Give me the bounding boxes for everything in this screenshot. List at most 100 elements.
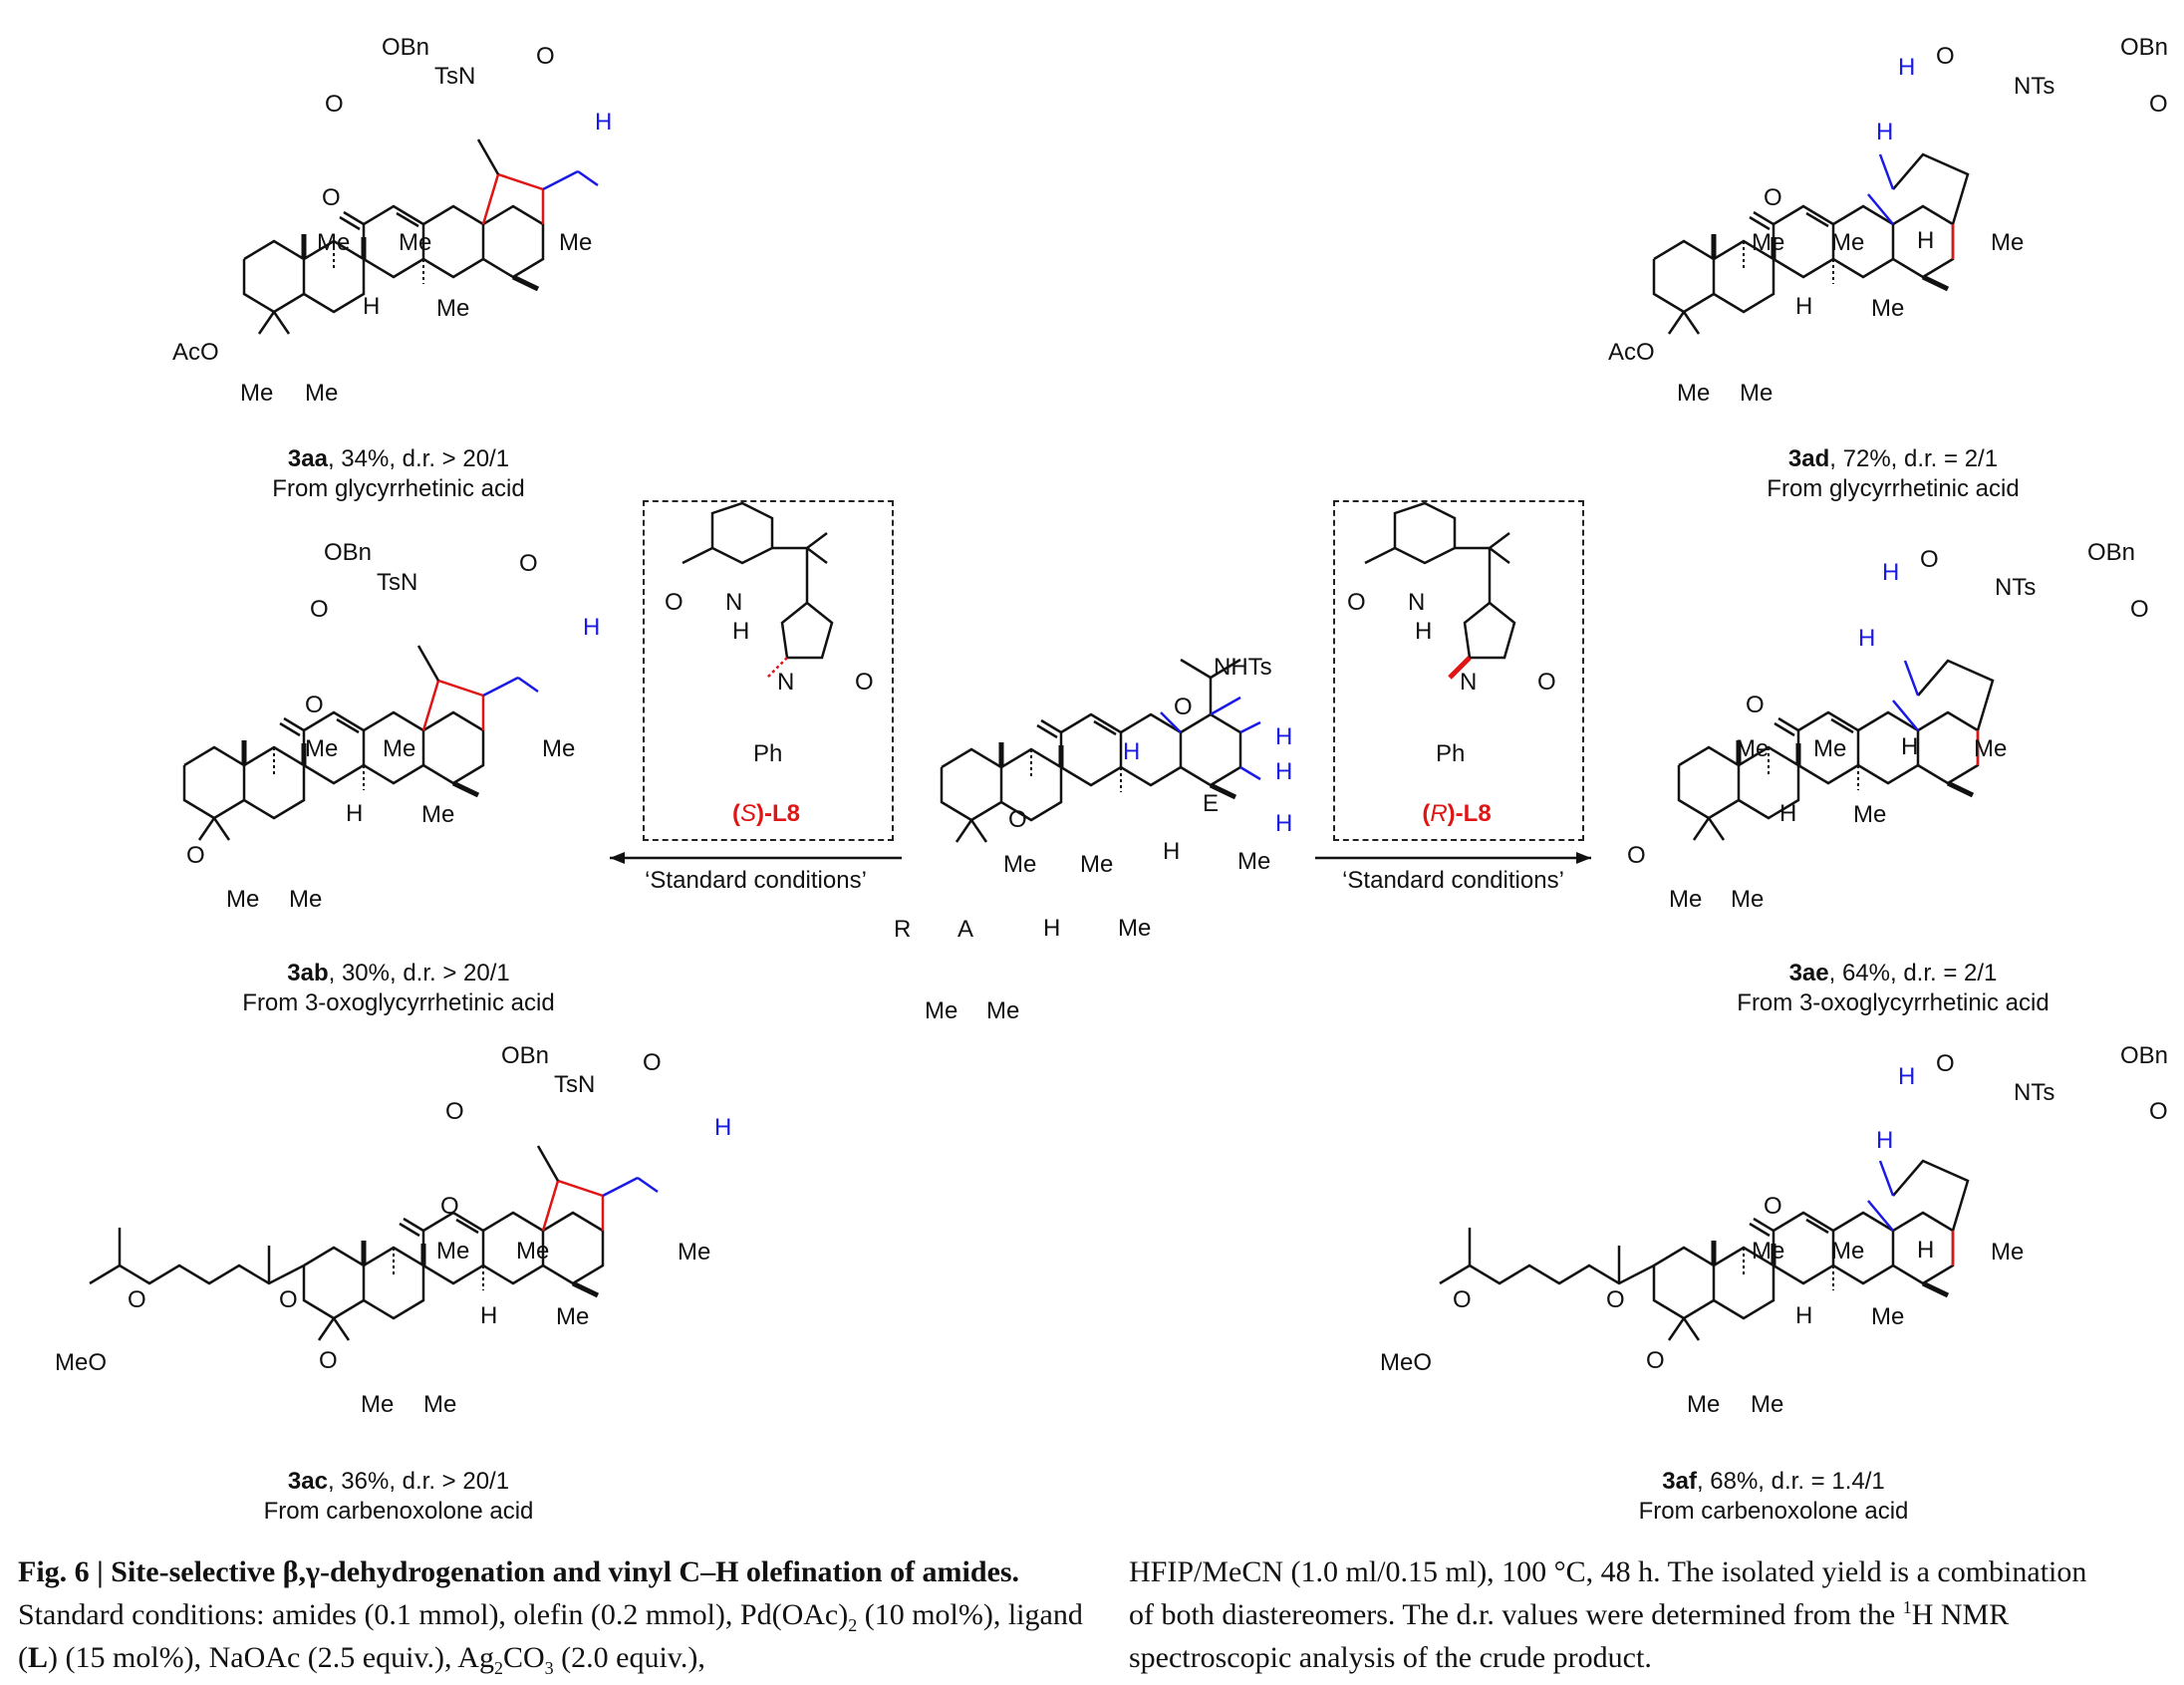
compound-caption-3ab: 3ab, 30%, d.r. > 20/1 From 3-oxoglycyrrh… xyxy=(189,959,608,1018)
compound-source: From glycyrrhetinic acid xyxy=(1767,475,2020,502)
structure-3af xyxy=(1654,1159,1970,1340)
label-o: O xyxy=(128,1286,146,1313)
ligand-label-s: (S)-L8 xyxy=(731,800,800,827)
label-me: Me xyxy=(1752,229,1785,256)
label-obn: OBn xyxy=(2087,539,2136,566)
label-h-blue: H xyxy=(595,109,613,136)
label-o: O xyxy=(1764,184,1782,211)
label-obn: OBn xyxy=(2120,1042,2169,1069)
stereo-descriptor: S xyxy=(739,800,756,827)
ligand-s-l8-structure xyxy=(682,501,834,679)
label-meo: MeO xyxy=(1380,1349,1433,1376)
compound-id: 3ad xyxy=(1787,445,1830,472)
label-h: H xyxy=(1043,915,1061,942)
glutarate-chain-3ac xyxy=(89,1264,305,1285)
label-ring-e: E xyxy=(1203,790,1220,817)
label-h: H xyxy=(1163,838,1181,865)
label-me: Me xyxy=(1118,915,1152,942)
label-me: Me xyxy=(925,997,958,1024)
label-me: Me xyxy=(1677,380,1711,407)
figure-label: Fig. 6 | xyxy=(18,1555,112,1588)
conditions-label-left: ‘Standard conditions’ xyxy=(645,867,867,894)
label-o: O xyxy=(1537,669,1556,696)
label-me: Me xyxy=(1736,735,1770,762)
label-me: Me xyxy=(1237,848,1271,875)
label-me: Me xyxy=(1669,886,1703,913)
label-h: H xyxy=(363,293,381,320)
glutarate-chain-3af xyxy=(1439,1264,1655,1285)
stereo-descriptor: R xyxy=(1430,800,1448,827)
label-me: Me xyxy=(423,1391,457,1418)
compound-source: From carbenoxolone acid xyxy=(263,1498,534,1525)
label-o: O xyxy=(2149,1098,2168,1125)
label-tsn: TsN xyxy=(554,1071,596,1098)
compound-yield: , 34%, d.r. > 20/1 xyxy=(327,445,510,472)
label-o: O xyxy=(319,1347,338,1374)
label-r: R xyxy=(894,916,912,943)
label-o: O xyxy=(322,184,341,211)
label-h-blue: H xyxy=(1882,559,1900,586)
label-me: Me xyxy=(1003,851,1037,878)
label-me: Me xyxy=(559,229,593,256)
label-me: Me xyxy=(305,380,339,407)
label-o: O xyxy=(1646,1347,1665,1374)
label-me: Me xyxy=(421,801,455,828)
compound-yield: , 68%, d.r. = 1.4/1 xyxy=(1696,1468,1885,1495)
label-me: Me xyxy=(1871,295,1905,322)
label-me: Me xyxy=(542,735,576,762)
label-nts: NTs xyxy=(2014,1079,2055,1106)
label-h-blue: H xyxy=(1858,625,1876,652)
compound-caption-3aa: 3aa, 34%, d.r. > 20/1 From glycyrrhetini… xyxy=(189,444,608,504)
label-o: O xyxy=(1347,589,1366,616)
starting-material xyxy=(942,658,1261,842)
label-n: N xyxy=(725,589,743,616)
label-me: Me xyxy=(305,735,339,762)
label-me: Me xyxy=(1853,801,1887,828)
structure-3aa xyxy=(244,139,599,334)
label-h-blue: H xyxy=(1898,1063,1916,1090)
label-me: Me xyxy=(436,1238,470,1264)
label-o: O xyxy=(1936,1050,1955,1077)
label-o: O xyxy=(325,91,344,118)
label-me: Me xyxy=(516,1238,550,1264)
label-meo: MeO xyxy=(55,1349,108,1376)
label-me: Me xyxy=(399,229,432,256)
label-me: Me xyxy=(1991,1239,2025,1265)
label-n: N xyxy=(777,669,795,696)
figure-title: Site-selective β,γ-dehydrogenation and v… xyxy=(111,1555,1020,1588)
label-h: H xyxy=(480,1302,498,1329)
label-h-blue: H xyxy=(1876,1127,1894,1154)
compound-caption-3ac: 3ac, 36%, d.r. > 20/1 From carbenoxolone… xyxy=(189,1467,608,1527)
label-obn: OBn xyxy=(382,34,430,61)
label-o: O xyxy=(536,43,555,70)
label-me: Me xyxy=(1831,229,1865,256)
label-me: Me xyxy=(1974,735,2008,762)
label-aco: AcO xyxy=(1608,339,1655,366)
compound-yield: , 30%, d.r. > 20/1 xyxy=(328,960,510,986)
conditions-label-right: ‘Standard conditions’ xyxy=(1342,867,1564,894)
label-me: Me xyxy=(1752,1238,1785,1264)
label-aco: AcO xyxy=(172,339,219,366)
label-o: O xyxy=(519,550,538,577)
label-h: H xyxy=(1415,618,1433,645)
label-me: Me xyxy=(1687,1391,1721,1418)
label-h-blue: H xyxy=(714,1114,732,1141)
label-h: H xyxy=(732,618,750,645)
label-h-blue: H xyxy=(583,614,601,641)
label-o: O xyxy=(1746,692,1765,718)
compound-id: 3aa xyxy=(287,445,328,472)
label-tsn: TsN xyxy=(377,569,418,596)
label-o: O xyxy=(305,692,324,718)
label-me: Me xyxy=(383,735,416,762)
label-h-blue: H xyxy=(1876,119,1894,145)
label-nts: NTs xyxy=(1995,574,2037,601)
label-o: O xyxy=(1627,842,1646,869)
label-o: O xyxy=(1764,1193,1782,1220)
structure-3ae xyxy=(1679,659,1995,840)
label-ph: Ph xyxy=(1436,740,1466,767)
label-ph: Ph xyxy=(753,740,783,767)
label-h: H xyxy=(1901,733,1919,760)
label-me: Me xyxy=(361,1391,395,1418)
label-o: O xyxy=(665,589,683,616)
compound-caption-3ae: 3ae, 64%, d.r. = 2/1 From 3-oxoglycyrrhe… xyxy=(1684,959,2102,1018)
